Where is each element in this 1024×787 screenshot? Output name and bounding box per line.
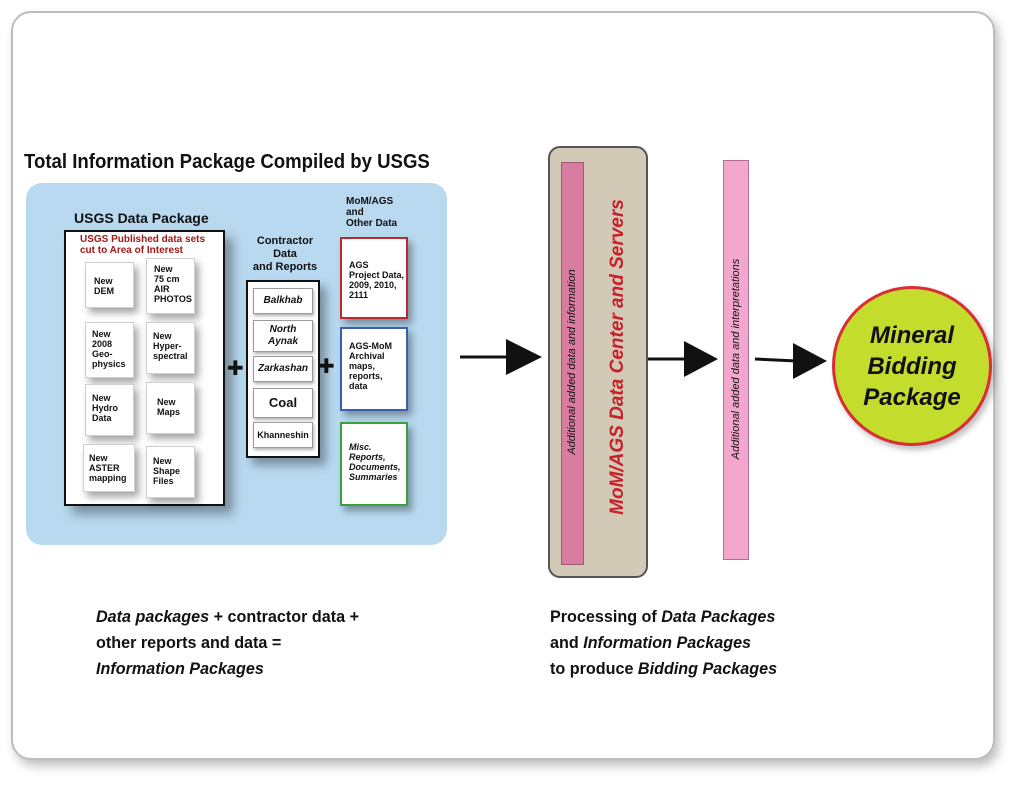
diagram-title: Total Information Package Compiled by US… — [24, 151, 430, 173]
mineral-bidding-package-circle: Mineral Bidding Package — [832, 286, 992, 446]
mineral-bidding-package-label: Mineral Bidding Package — [863, 321, 961, 411]
usgs-package-heading: USGS Data Package — [74, 210, 209, 226]
data-center-label: MoM/AGS Data Center and Servers — [607, 199, 628, 515]
caption-bidding-packages: Processing of Data Packages and Informat… — [550, 607, 778, 678]
contractor-box: Balkhab North Aynak Zarkashan Coal Khann… — [246, 280, 320, 458]
contractor-item-coal: Coal — [253, 388, 313, 418]
contractor-heading: Contractor Data and Reports — [252, 235, 318, 273]
added-info-label: Additional added data and information — [566, 269, 578, 455]
usgs-package-subheading: USGS Published data sets cut to Area of … — [80, 234, 206, 256]
plus-icon: ✚ — [318, 356, 335, 378]
contractor-item-khanneshin: Khanneshin — [253, 422, 313, 448]
mom-item-misc-reports: Misc.Reports,Documents,Summaries — [340, 422, 408, 506]
arrow-to-bidding-package — [754, 343, 827, 379]
contractor-item-zarkashan: Zarkashan — [253, 356, 313, 382]
contractor-item-north-aynak: North Aynak — [253, 320, 313, 352]
added-interpretations-bar — [723, 160, 749, 560]
arrow-to-interpretations — [648, 341, 718, 377]
plus-icon: ✚ — [227, 358, 244, 380]
mom-ags-heading: MoM/AGS and Other Data — [346, 196, 398, 229]
arrow-to-data-center — [460, 339, 542, 375]
added-interpretations-label: Additional added data and interpretation… — [730, 258, 742, 460]
contractor-item-balkhab: Balkhab — [253, 288, 313, 314]
added-info-bar — [561, 162, 584, 565]
caption-information-packages: Data packages + contractor data + other … — [96, 607, 360, 678]
